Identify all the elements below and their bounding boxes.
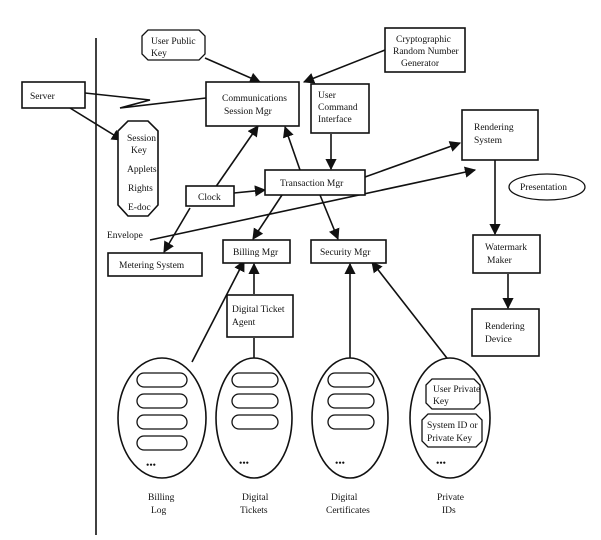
rendering-system-line-1: Rendering	[474, 123, 514, 133]
store-billing-log: •••	[117, 357, 207, 479]
crypto-rng-line-1: Cryptographic	[396, 35, 451, 45]
digital-tickets-ellipsis: •••	[239, 459, 249, 469]
store-digital-tickets: •••	[215, 357, 293, 479]
uci-line-3: Interface	[318, 114, 352, 125]
clock-label: Clock	[198, 193, 221, 203]
digital-ticket-agent-node: Digital Ticket Agent	[226, 294, 294, 338]
store-label-private-ids-2: IDs	[442, 506, 456, 516]
transaction-to-session-arrow	[283, 125, 301, 171]
clock-to-session-arrow	[214, 125, 259, 189]
clock-to-metering-arrow	[163, 207, 191, 253]
transaction-mgr-label: Transaction Mgr	[280, 179, 344, 189]
watermark-maker-node: Watermark Maker	[472, 234, 541, 274]
rendering-system-node: Rendering System	[461, 109, 539, 161]
clock-to-transaction-arrow	[233, 185, 267, 197]
ticket-agent-line-1: Digital Ticket	[232, 305, 285, 315]
watermark-line-2: Maker	[487, 256, 513, 266]
store-label-digital-certificates-1: Digital	[331, 493, 358, 503]
comm-session-line-1: Communications	[222, 94, 287, 104]
billinglog-to-billing-arrow	[191, 260, 245, 363]
ticket-agent-line-2: Agent	[232, 318, 256, 328]
private-ids-item-1-line-2: Key	[433, 397, 449, 407]
private-ids-item-1-line-1: User Private	[433, 385, 480, 395]
comm-session-line-2: Session Mgr	[224, 107, 273, 117]
envelope-node: Session Key Applets Rights E-doc	[117, 120, 159, 217]
user-public-key-node: User Public Key	[141, 29, 206, 61]
presentation-label: Presentation	[520, 183, 567, 193]
rendering-device-line-1: Rendering	[485, 322, 525, 332]
uci-line-1: User	[318, 91, 337, 101]
user-public-key-line-2: Key	[151, 49, 167, 59]
store-labels: Billing Log Digital Tickets Digital Cert…	[148, 493, 464, 516]
server-label: Server	[30, 92, 56, 102]
comm-session-mgr-node: Communications Session Mgr	[205, 81, 300, 127]
envelope-label: Envelope	[107, 231, 143, 241]
server-box: Server	[21, 81, 86, 109]
user-command-interface-node: User Command Interface	[310, 83, 370, 134]
transaction-to-security-arrow	[319, 194, 340, 241]
envelope-item-applets: Applets	[127, 165, 157, 175]
store-label-billing-log-1: Billing	[148, 493, 175, 503]
transaction-to-billing-arrow	[252, 194, 283, 240]
billing-log-ellipsis: •••	[146, 461, 156, 471]
crypto-rng-line-2: Random Number	[393, 47, 460, 57]
rendering-device-line-2: Device	[485, 335, 512, 345]
private-ids-ellipsis: •••	[436, 459, 446, 469]
metering-system-node: Metering System	[107, 252, 203, 277]
private-ids-item-2-line-2: Private Key	[427, 434, 472, 444]
store-label-digital-certificates-2: Certificates	[326, 505, 370, 516]
digital-certificates-ellipsis: •••	[335, 459, 345, 469]
transaction-to-rendering-arrow	[364, 141, 462, 178]
billing-mgr-label: Billing Mgr	[233, 248, 279, 258]
private-ids-item-2-line-1: System ID or	[427, 421, 479, 431]
privateids-to-security-arrow	[371, 261, 451, 363]
connectors	[69, 38, 514, 535]
rendering-device-node: Rendering Device	[471, 308, 540, 357]
pubkey-to-session-arrow	[204, 57, 262, 84]
envelope-to-rendering-arrow	[149, 166, 477, 241]
store-label-billing-log-2: Log	[151, 506, 167, 516]
store-private-ids: User Private Key System ID or Private Ke…	[409, 357, 491, 479]
store-digital-certificates: •••	[311, 357, 389, 479]
server-to-envelope-arrow	[69, 107, 123, 141]
rendering-system-line-2: System	[474, 136, 503, 146]
billing-mgr-node: Billing Mgr	[222, 239, 291, 264]
envelope-item-rights: Rights	[128, 184, 153, 194]
clock-node: Clock	[185, 185, 235, 207]
uci-line-2: Command	[318, 103, 358, 113]
envelope-item-key: Key	[131, 146, 147, 156]
crypto-rng-node: Cryptographic Random Number Generator	[384, 27, 466, 73]
metering-system-label: Metering System	[119, 261, 185, 271]
store-label-private-ids-1: Private	[437, 493, 464, 503]
envelope-item-edoc: E-doc	[128, 203, 151, 213]
security-mgr-node: Security Mgr	[310, 239, 387, 264]
crypto-to-session-arrow	[302, 49, 386, 84]
envelope-item-session: Session	[127, 134, 156, 144]
watermark-line-1: Watermark	[485, 243, 527, 253]
crypto-rng-line-3: Generator	[401, 59, 440, 69]
store-label-digital-tickets-1: Digital	[242, 493, 269, 503]
server-to-session-link	[84, 92, 207, 109]
transaction-mgr-node: Transaction Mgr	[264, 169, 366, 196]
security-mgr-label: Security Mgr	[320, 248, 371, 258]
user-public-key-line-1: User Public	[151, 37, 196, 47]
store-label-digital-tickets-2: Tickets	[240, 506, 268, 516]
presentation-node: Presentation	[508, 173, 586, 201]
